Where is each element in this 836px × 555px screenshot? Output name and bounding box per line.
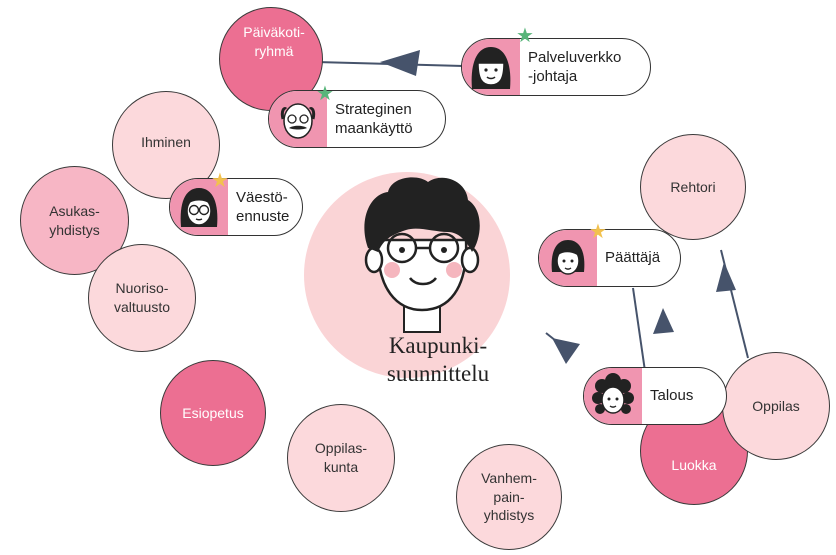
- chip-talous: Talous: [583, 367, 727, 425]
- circle-oppilas: Oppilas: [722, 352, 830, 460]
- chip-label: Talous: [650, 387, 694, 405]
- woman-glasses-icon: [170, 179, 228, 235]
- circle-vanhempainyhdistys: Vanhem- pain- yhdistys: [456, 444, 562, 550]
- connector-line-paattaja-talous: [632, 287, 647, 379]
- green-star-icon: ★: [516, 25, 534, 47]
- arrowhead-to-paattaja: [653, 308, 674, 334]
- chip-label: Strateginen maankäyttö: [335, 100, 413, 138]
- woman-bob-icon: [539, 230, 597, 286]
- yellow-star-icon: ★: [589, 221, 607, 243]
- bald-mustache-man-icon: [269, 91, 327, 147]
- woman-bangs-icon: [462, 39, 520, 95]
- chip-vaestoennuste: Väestö- ennuste ★: [169, 171, 303, 236]
- curly-hair-woman-icon: [584, 368, 642, 424]
- chip-paattaja: Päättäjä ★: [538, 222, 681, 287]
- green-star-icon: ★: [316, 83, 334, 105]
- circle-rehtori: Rehtori: [640, 134, 746, 240]
- chip-label: Palveluverkko -johtaja: [528, 48, 622, 86]
- yellow-star-icon: ★: [211, 170, 229, 192]
- person-curly-hair-glasses-icon: [364, 177, 480, 333]
- chip-palveluverkkojohtaja: Palveluverkko -johtaja ★: [461, 26, 651, 96]
- chip-strateginen: Strateginen maankäyttö ★: [268, 84, 446, 148]
- arrowhead-to-rehtori: [716, 262, 736, 292]
- center-label: Kaupunki- suunnittelu: [386, 333, 490, 387]
- chip-label: Väestö- ennuste: [236, 188, 290, 226]
- circle-oppilaskunta: Oppilas- kunta: [287, 404, 395, 512]
- arrowhead-to-paivakoti: [380, 50, 420, 76]
- circle-esiopetus: Esiopetus: [160, 360, 266, 466]
- arrowhead-to-talous: [552, 338, 580, 364]
- circle-nuorisovaltuusto: Nuoriso- valtuusto: [88, 244, 196, 352]
- chip-label: Päättäjä: [605, 249, 661, 267]
